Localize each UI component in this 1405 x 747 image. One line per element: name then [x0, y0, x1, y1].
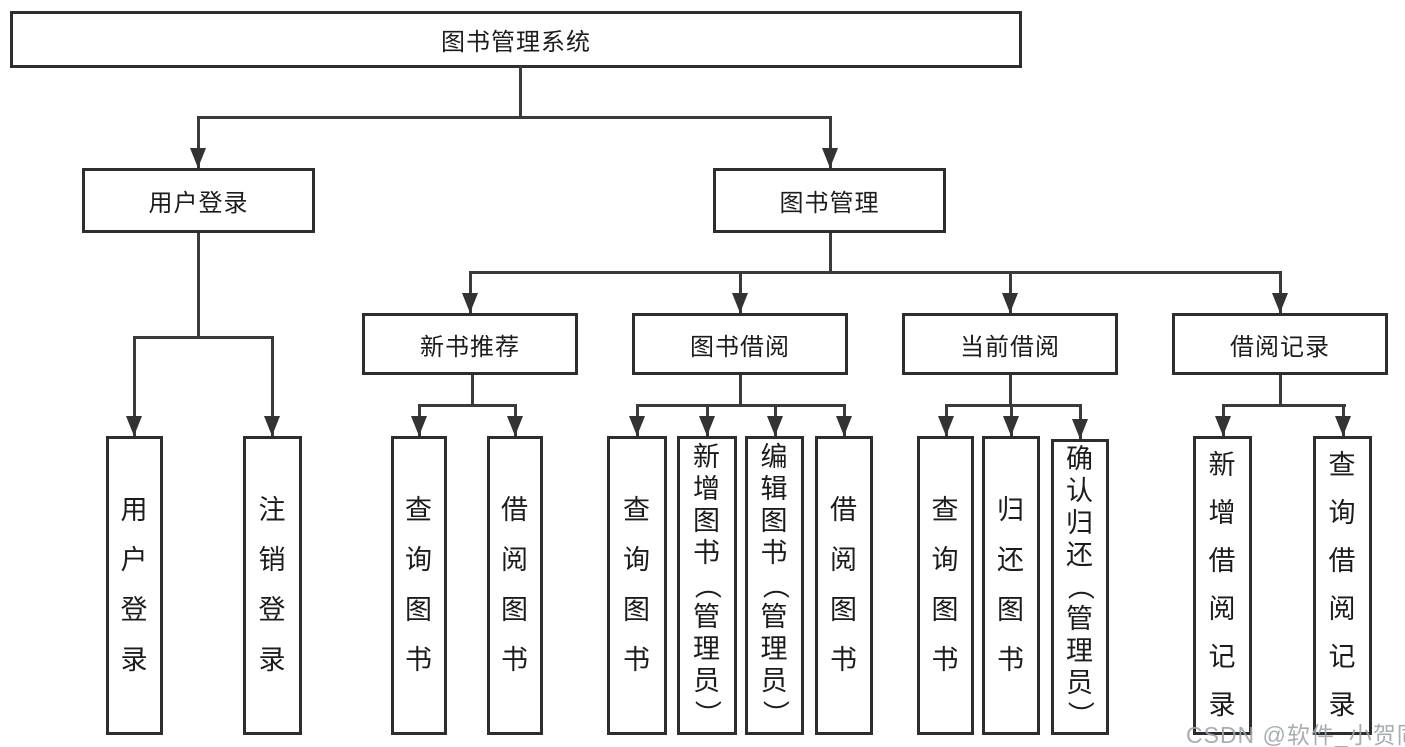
- arrowhead-leaf-logout: [264, 416, 280, 436]
- leaf-cb-query-books: 查询图书: [917, 436, 974, 735]
- node-label: 用户登录: [120, 495, 149, 675]
- node-label: 新书推荐: [420, 333, 520, 361]
- arrowhead-leaf-user-login: [126, 416, 142, 436]
- arrowhead-book-borrow: [732, 293, 748, 313]
- edge-book-borrow-trunk: [739, 375, 742, 407]
- edge-root-trunk: [519, 66, 522, 119]
- edge-current-borrow-trunk: [1009, 375, 1012, 407]
- node-label: 查询借阅记录: [1328, 450, 1357, 720]
- leaf-bb-query-books: 查询图书: [607, 436, 667, 735]
- node-label: 查询图书: [931, 495, 960, 675]
- edge-to-leaf-user-login: [133, 336, 136, 436]
- arrowhead-nb-borrow: [507, 416, 523, 436]
- edge-to-book-mgmt: [829, 116, 832, 168]
- leaf-logout: 注销登录: [243, 436, 302, 735]
- node-label: 新增图书（管理员）: [692, 442, 723, 728]
- csdn-watermark: CSDN @软件_小贺同学: [1186, 722, 1405, 747]
- node-book-management: 图书管理: [713, 168, 946, 233]
- arrowhead-current-borrow: [1002, 293, 1018, 313]
- arrowhead-bb-edit: [767, 416, 783, 436]
- edge-to-records: [1279, 271, 1282, 313]
- edge-records-trunk: [1279, 375, 1282, 407]
- edge-user-login-trunk: [197, 233, 200, 339]
- node-label: 借阅图书: [830, 495, 858, 675]
- edge-to-leaf-logout: [271, 336, 274, 436]
- node-label: 图书管理: [779, 190, 880, 217]
- edge-level2-rail: [197, 116, 832, 119]
- node-label: 注销登录: [258, 495, 287, 675]
- arrowhead-cb-query: [938, 416, 954, 436]
- node-book-borrowing: 图书借阅: [632, 313, 848, 375]
- leaf-rec-query-record: 查询借阅记录: [1313, 436, 1372, 735]
- edge-user-login-rail: [133, 336, 274, 339]
- edge-current-borrow-rail: [945, 404, 1082, 407]
- leaf-nb-query-books: 查询图书: [391, 436, 447, 735]
- edge-records-rail: [1222, 404, 1346, 407]
- leaf-bb-borrow-books: 借阅图书: [815, 436, 873, 735]
- arrowhead-user-login: [190, 148, 206, 168]
- node-label: 当前借阅: [960, 333, 1060, 361]
- leaf-bb-add-books-admin: 新增图书（管理员）: [677, 436, 737, 735]
- edge-new-books-trunk: [471, 375, 474, 407]
- leaf-cb-return-books: 归还图书: [982, 436, 1040, 735]
- arrowhead-rec-query: [1335, 416, 1351, 436]
- arrowhead-bb-query: [629, 416, 645, 436]
- edge-book-borrow-rail: [636, 404, 846, 407]
- leaf-bb-edit-books-admin: 编辑图书（管理员）: [745, 436, 804, 735]
- arrowhead-rec-add: [1215, 416, 1231, 436]
- arrowhead-new-books: [462, 293, 478, 313]
- edge-to-new-books: [469, 271, 472, 313]
- node-user-login: 用户登录: [82, 168, 315, 233]
- node-label: 查询图书: [623, 495, 651, 675]
- node-new-book-recommend: 新书推荐: [362, 313, 578, 375]
- node-root-book-management-system: 图书管理系统: [10, 11, 1022, 68]
- edge-level3-rail: [469, 271, 1282, 274]
- node-label: 借阅记录: [1230, 333, 1330, 361]
- node-label: 编辑图书（管理员）: [760, 442, 790, 728]
- edge-to-book-borrow: [739, 271, 742, 313]
- node-label: 查询图书: [405, 495, 433, 675]
- arrowhead-nb-query: [411, 416, 427, 436]
- edge-book-mgmt-trunk: [829, 233, 832, 274]
- arrowhead-records: [1272, 293, 1288, 313]
- node-current-borrowing: 当前借阅: [902, 313, 1118, 375]
- arrowhead-cb-confirm: [1072, 419, 1088, 439]
- arrowhead-cb-return: [1003, 416, 1019, 436]
- arrowhead-book-mgmt: [822, 148, 838, 168]
- node-borrowing-records: 借阅记录: [1172, 313, 1388, 375]
- edge-to-current-borrow: [1009, 271, 1012, 313]
- node-label: 归还图书: [997, 495, 1025, 675]
- node-label: 借阅图书: [501, 495, 529, 675]
- arrowhead-bb-add: [699, 416, 715, 436]
- node-label: 确认归还（管理员）: [1065, 443, 1096, 729]
- leaf-nb-borrow-books: 借阅图书: [487, 436, 543, 735]
- arrowhead-bb-borrow: [836, 416, 852, 436]
- leaf-rec-add-record: 新增借阅记录: [1193, 436, 1252, 735]
- edge-to-user-login: [197, 116, 200, 168]
- leaf-user-login: 用户登录: [106, 436, 163, 735]
- node-label: 用户登录: [148, 190, 249, 217]
- node-label: 图书管理系统: [441, 29, 591, 56]
- node-label: 新增借阅记录: [1208, 450, 1237, 720]
- edge-new-books-rail: [418, 404, 517, 407]
- leaf-cb-confirm-return-admin: 确认归还（管理员）: [1051, 439, 1109, 735]
- node-label: 图书借阅: [690, 333, 790, 361]
